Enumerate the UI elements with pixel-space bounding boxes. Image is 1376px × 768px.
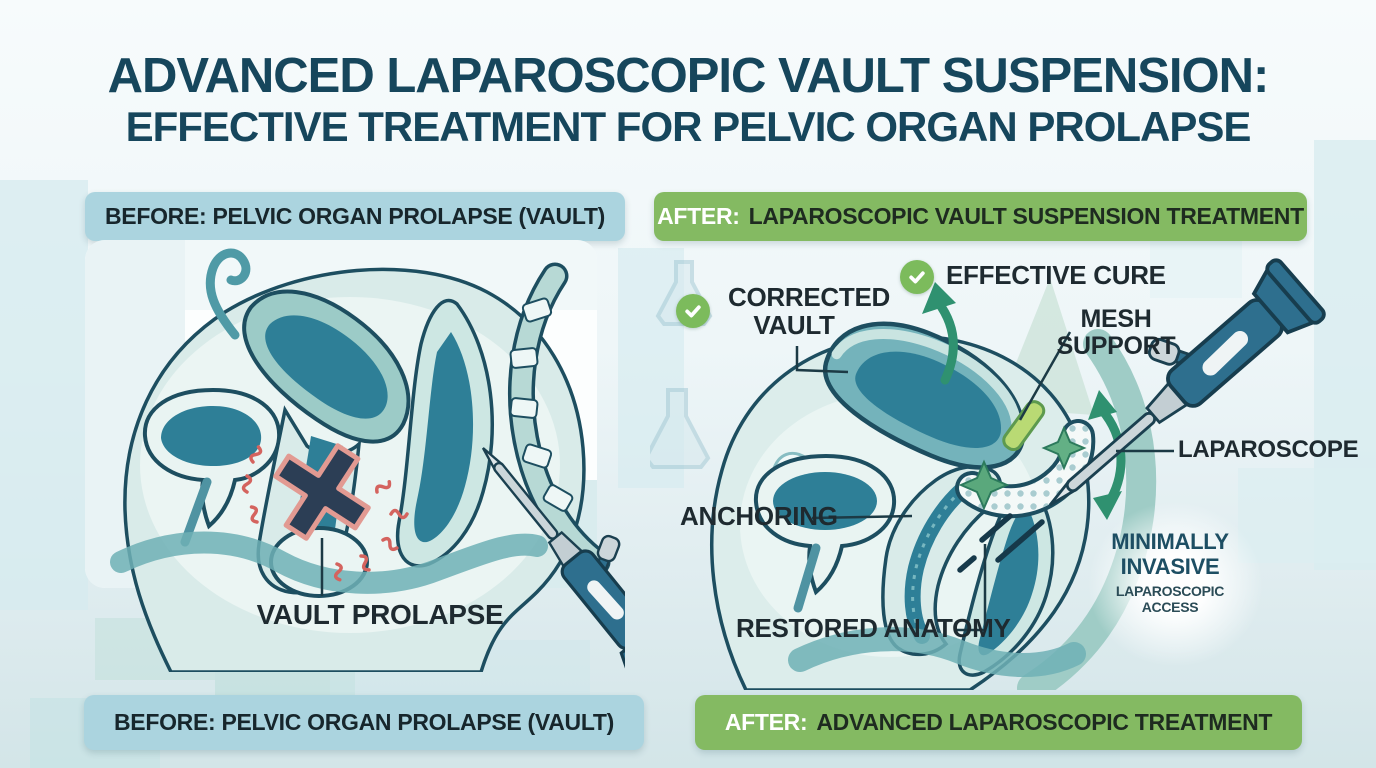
- title-line-1: ADVANCED LAPAROSCOPIC VAULT SUSPENSION:: [107, 49, 1270, 103]
- sparkle-icon: [958, 425, 1087, 511]
- vault-prolapse-label: VAULT PROLAPSE: [256, 599, 504, 630]
- after-footer-prefix: AFTER:: [724, 709, 808, 735]
- mesh-support-band: [955, 419, 1096, 519]
- stress-lines-icon: [241, 445, 409, 582]
- laparoscopic-access-label: LAPAROSCOPIC ACCESS: [1115, 583, 1225, 616]
- check-icon: [900, 260, 934, 294]
- anchoring-label: ANCHORING: [680, 501, 838, 531]
- before-illustration: VAULT PROLAPSE: [85, 240, 625, 672]
- after-anatomy-svg: [650, 240, 1329, 690]
- after-illustration: CORRECTED VAULT EFFECTIVE CURE MESH SUPP…: [650, 240, 1376, 690]
- lift-arrow-icon: [922, 282, 958, 385]
- fallopian-tube: [205, 248, 251, 340]
- laparoscope-label: LAPAROSCOPE: [1178, 436, 1359, 463]
- check-icon: [676, 294, 710, 328]
- effective-cure-label: EFFECTIVE CURE: [946, 260, 1166, 290]
- bladder: [753, 453, 897, 613]
- flask-icon: [650, 260, 713, 469]
- page-title: ADVANCED LAPAROSCOPIC VAULT SUSPENSION: …: [0, 50, 1376, 151]
- motion-dashes: [957, 513, 1045, 573]
- after-footer-text: ADVANCED LAPAROSCOPIC TREATMENT: [816, 709, 1273, 735]
- rectum: [395, 298, 495, 568]
- spine: [508, 262, 611, 576]
- before-footer-text: BEFORE: PELVIC ORGAN PROLAPSE (VAULT): [113, 709, 615, 735]
- mesh-support-label: MESH SUPPORT: [1056, 305, 1176, 360]
- prolapsed-uterus: [242, 289, 411, 444]
- pelvic-floor: [788, 627, 1086, 678]
- mesh-strap: [1002, 400, 1046, 452]
- after-header-prefix: AFTER:: [657, 203, 740, 229]
- minimally-invasive-block: MINIMALLY INVASIVE LAPAROSCOPIC ACCESS: [1102, 529, 1238, 616]
- before-header-text: BEFORE: PELVIC ORGAN PROLAPSE (VAULT): [104, 203, 606, 229]
- pointer-line: [795, 331, 1174, 632]
- before-header-banner: BEFORE: PELVIC ORGAN PROLAPSE (VAULT): [85, 192, 625, 241]
- after-header-banner: AFTER: LAPAROSCOPIC VAULT SUSPENSION TRE…: [654, 192, 1307, 241]
- corrected-vault-label: CORRECTED VAULT: [728, 282, 890, 340]
- before-footer-banner: BEFORE: PELVIC ORGAN PROLAPSE (VAULT): [84, 695, 644, 750]
- title-line-2: EFFECTIVE TREATMENT FOR PELVIC ORGAN PRO…: [125, 102, 1252, 150]
- after-footer-banner: AFTER: ADVANCED LAPAROSCOPIC TREATMENT: [695, 695, 1302, 750]
- background-shape: [0, 180, 88, 610]
- x-mark-icon: [273, 443, 371, 541]
- glow-circle: [1088, 502, 1263, 667]
- minimally-invasive-label: MINIMALLY INVASIVE: [1111, 529, 1229, 579]
- double-arrow-icon: [1088, 390, 1126, 520]
- restored-anatomy-label: RESTORED ANATOMY: [736, 613, 1011, 643]
- after-header-text: LAPAROSCOPIC VAULT SUSPENSION TREATMENT: [748, 203, 1305, 229]
- before-anatomy-svg: [85, 240, 625, 672]
- bladder: [142, 387, 282, 547]
